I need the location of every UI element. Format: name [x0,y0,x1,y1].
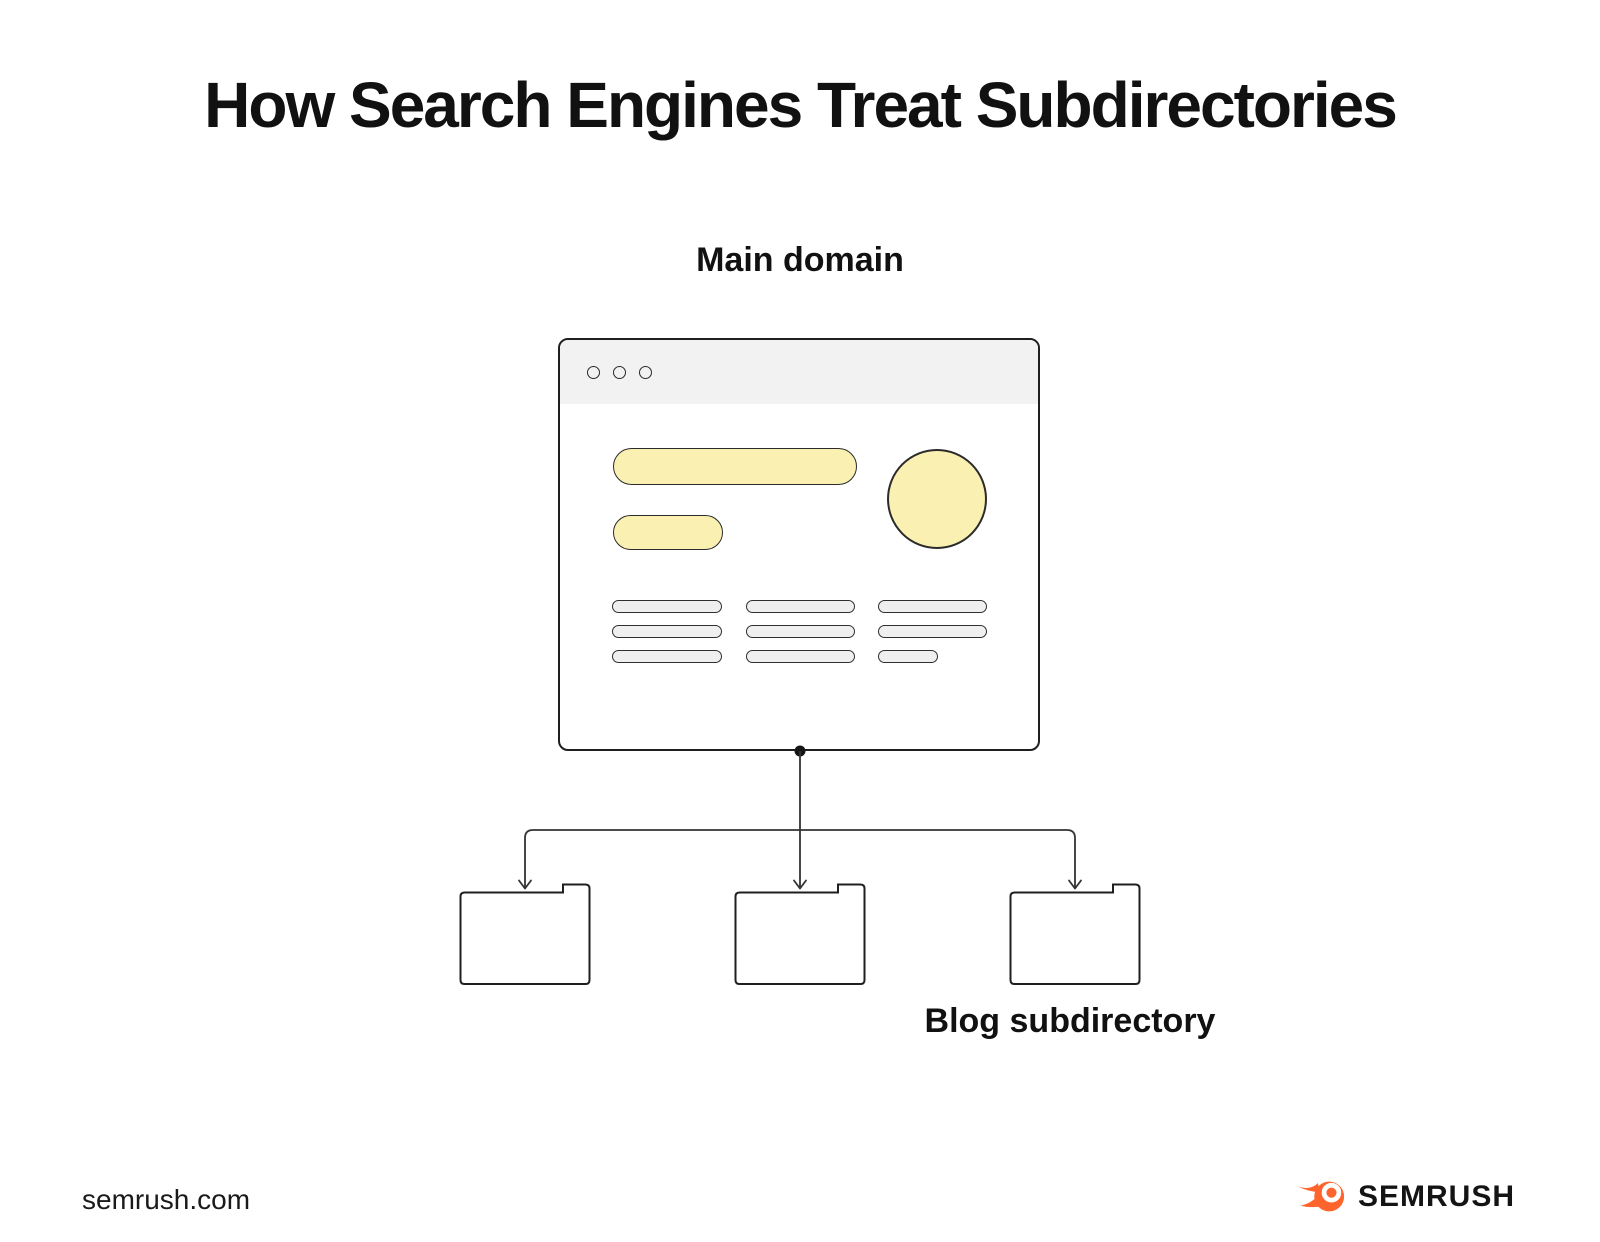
semrush-flame-icon [1297,1181,1345,1212]
placeholder-text-line [878,600,987,613]
page-title: How Search Engines Treat Subdirectories [204,69,1398,141]
semrush-wordmark: SEMRUSH [1358,1179,1516,1213]
placeholder-image-circle [887,449,987,549]
placeholder-text-line [746,650,855,663]
source-site-text: semrush.com [82,1184,251,1215]
placeholder-text-line [746,625,855,638]
window-button-icon [613,365,626,379]
placeholder-subheading-block [613,515,723,550]
window-button-icon [587,365,600,379]
placeholder-text-line [878,625,987,638]
placeholder-heading-block [613,448,857,485]
placeholder-text-line [612,600,722,613]
browser-window [558,338,1040,751]
subdirectory-folder-blog [1009,883,1141,985]
connector-branch-line [524,829,1076,887]
placeholder-text-line [746,600,855,613]
subdirectory-folder [459,883,591,985]
placeholder-text-line [612,625,722,638]
placeholder-text-line [612,650,722,663]
blog-subdirectory-label: Blog subdirectory [924,1002,1216,1040]
window-button-icon [639,365,652,379]
subdirectory-folder [734,883,866,985]
placeholder-text-line [878,650,938,663]
main-domain-label: Main domain [696,241,904,279]
semrush-logo: SEMRUSH [1296,1178,1515,1215]
browser-header-bar [560,340,1038,404]
